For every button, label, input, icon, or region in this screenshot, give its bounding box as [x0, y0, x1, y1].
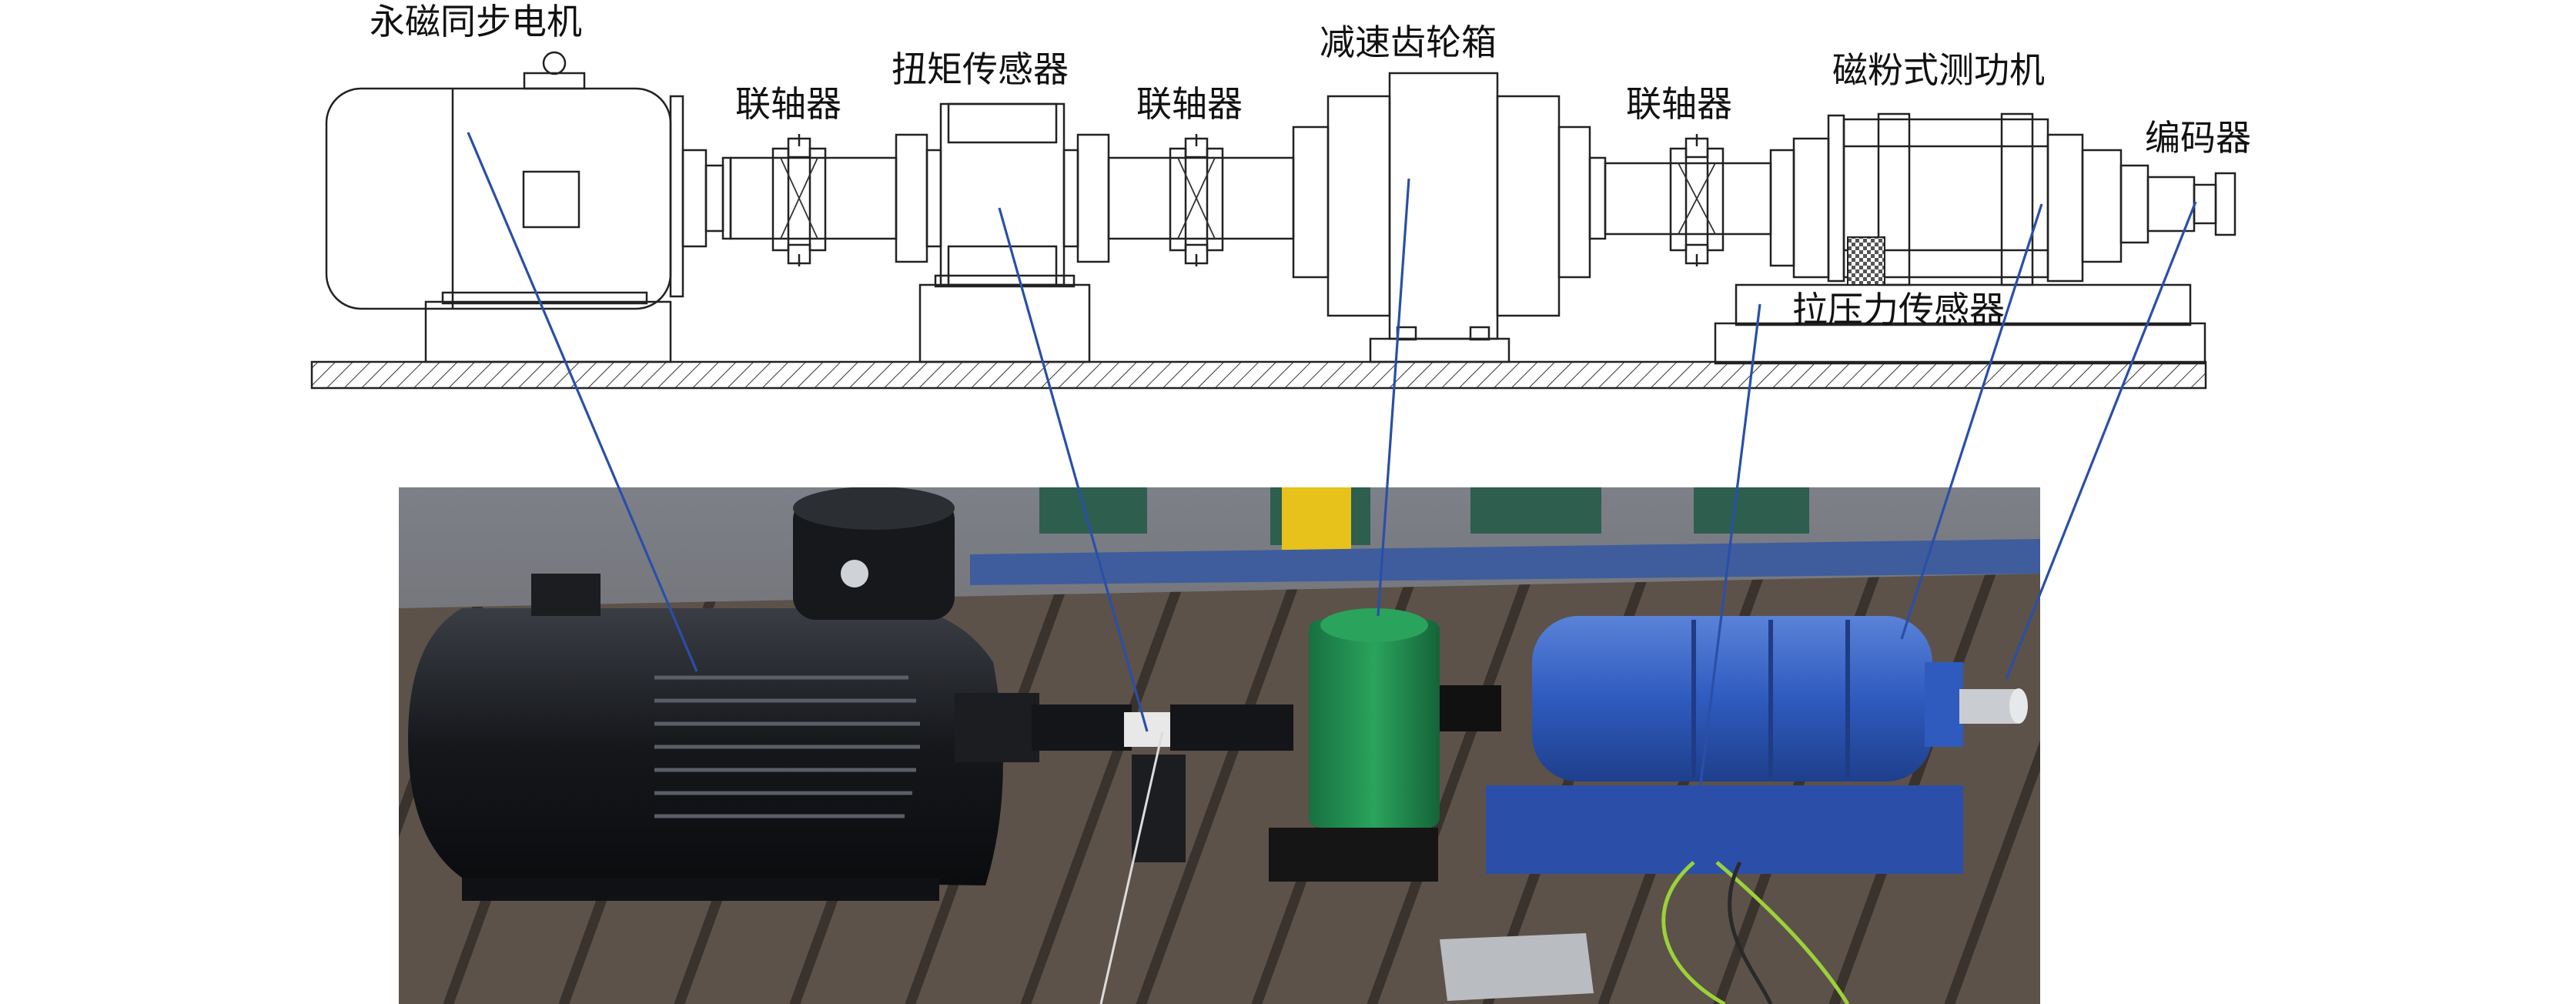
leader-motor [467, 132, 698, 672]
leader-gearbox [1377, 178, 1410, 617]
leader-encoder [2005, 201, 2197, 680]
base-rail [310, 360, 2207, 390]
label-torque-sensor: 扭矩传感器 [892, 49, 1069, 90]
label-coupling-2: 联轴器 [1136, 83, 1243, 125]
coupling-3-drawing [1588, 134, 1772, 266]
encoder-drawing [2146, 172, 2236, 236]
coupling-2-drawing [1107, 134, 1295, 266]
coupling-1-drawing [729, 134, 898, 266]
labels: 永磁同步电机 联轴器 扭矩传感器 联轴器 减速齿轮箱 联轴器 磁粉式测功机 编码… [370, 1, 2251, 330]
leader-lines [467, 132, 2197, 840]
schematic-drawing [310, 51, 2236, 390]
label-coupling-1: 联轴器 [735, 83, 841, 125]
photo-test-bench [399, 487, 2040, 1004]
label-dynamometer: 磁粉式测功机 [1832, 49, 2045, 91]
label-load-cell: 拉压力传感器 [1792, 289, 2005, 330]
torque-sensor-drawing [895, 102, 1110, 363]
dynamometer-drawing [1714, 112, 2206, 365]
gearbox-drawing [1292, 72, 1591, 363]
label-encoder: 编码器 [2145, 117, 2251, 159]
leader-load-cell [1692, 303, 1761, 840]
motor-drawing [325, 51, 732, 363]
leader-dynamometer [1900, 203, 2043, 640]
label-gearbox: 减速齿轮箱 [1320, 22, 1497, 63]
label-coupling-3: 联轴器 [1626, 83, 1732, 125]
leader-torque-sensor [998, 207, 1149, 732]
label-motor: 永磁同步电机 [370, 1, 582, 42]
